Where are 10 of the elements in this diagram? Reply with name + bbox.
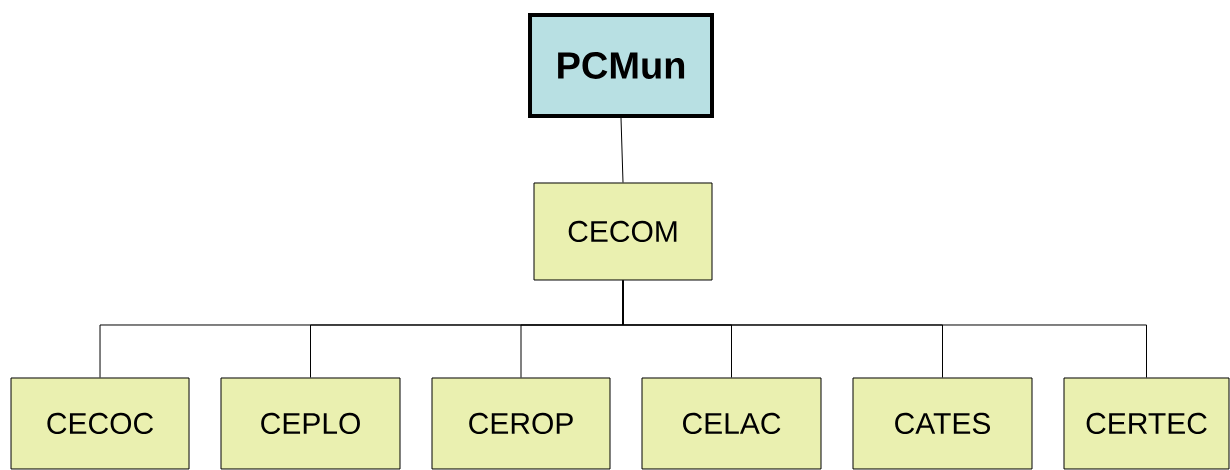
org-box: CEPLO bbox=[220, 377, 401, 470]
org-box: CEROP bbox=[431, 377, 611, 470]
org-box: CECOC bbox=[10, 377, 190, 470]
org-box: CECOM bbox=[533, 182, 713, 281]
title-box: PCMun bbox=[528, 13, 714, 118]
org-box: CATES bbox=[852, 377, 1033, 470]
connector-line bbox=[620, 117, 624, 183]
org-box: CERTEC bbox=[1063, 377, 1230, 470]
org-box: CELAC bbox=[641, 377, 822, 470]
connector-line bbox=[622, 280, 1147, 378]
